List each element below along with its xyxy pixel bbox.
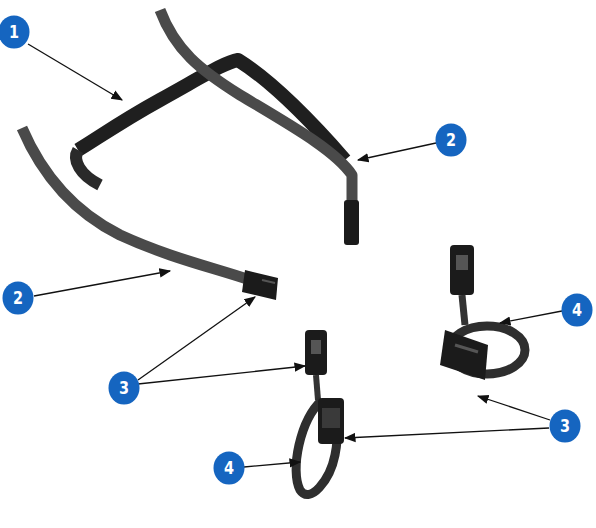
callout-number-text: 3 bbox=[110, 371, 137, 405]
callout-circle bbox=[436, 124, 467, 157]
callout-circle bbox=[3, 282, 34, 315]
strap-piece bbox=[296, 330, 344, 495]
buckle bbox=[242, 270, 278, 300]
callout-circle bbox=[550, 410, 581, 443]
callout-number: 4 bbox=[561, 293, 593, 327]
callout-circle bbox=[0, 16, 30, 49]
strap bbox=[160, 10, 352, 205]
callout-number-text: 3 bbox=[551, 409, 578, 443]
callout-number-text: 2 bbox=[437, 123, 464, 157]
callout-number: 3 bbox=[108, 371, 140, 405]
callout-circle bbox=[109, 372, 140, 405]
callout-circle bbox=[214, 452, 245, 485]
strap-piece bbox=[440, 245, 525, 380]
callout-number-text: 2 bbox=[4, 281, 31, 315]
strap bbox=[22, 128, 250, 280]
callout-number: 3 bbox=[549, 409, 581, 443]
buckle bbox=[344, 200, 359, 245]
buckle-detail bbox=[262, 280, 275, 283]
callout-number: 2 bbox=[435, 123, 467, 157]
strap bbox=[76, 150, 100, 185]
callout-number-text: 4 bbox=[215, 451, 242, 485]
callout-number: 2 bbox=[2, 281, 34, 315]
callout-number-text: 1 bbox=[0, 15, 27, 49]
callout-number-text: 4 bbox=[563, 293, 590, 327]
callout-circle bbox=[562, 294, 593, 327]
callout-number: 1 bbox=[0, 15, 30, 49]
callout-number: 4 bbox=[213, 451, 245, 485]
leader-lines bbox=[28, 44, 562, 467]
